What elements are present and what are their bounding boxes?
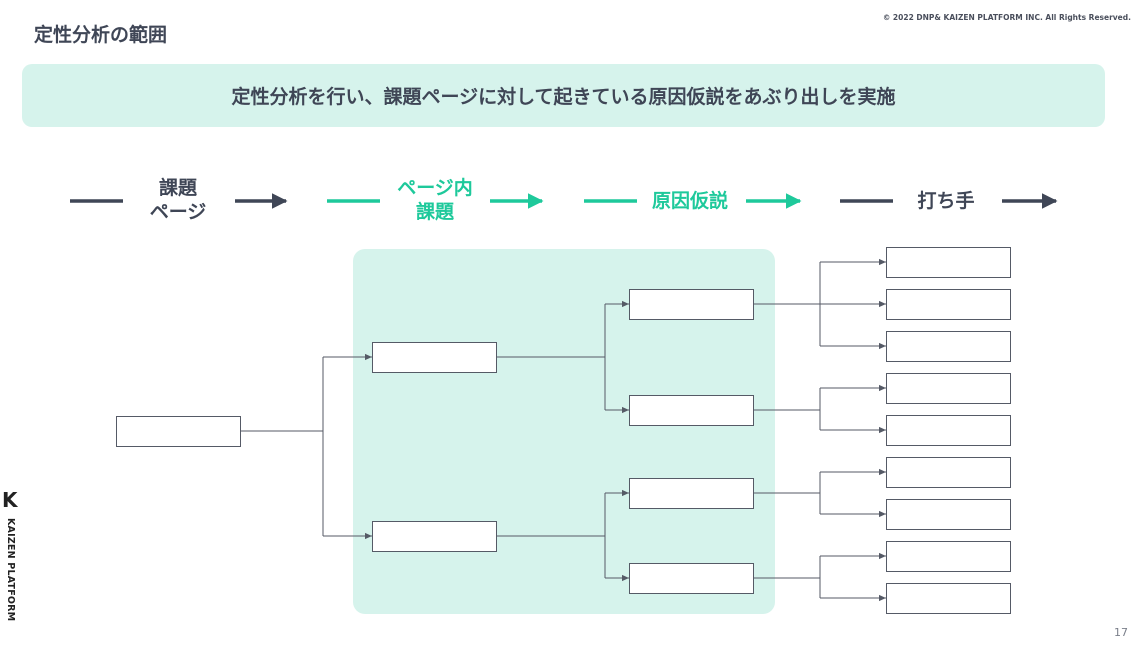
copyright-notice: © 2022 DNP& KAIZEN PLATFORM INC. All Rig… bbox=[882, 13, 1131, 22]
summary-banner-text: 定性分析を行い、課題ページに対して起きている原因仮説をあぶり出しを実施 bbox=[231, 86, 896, 108]
kaizen-logo-text: KAIZEN PLATFORM bbox=[5, 518, 16, 622]
in-page-issue-box-2 bbox=[372, 521, 497, 552]
summary-banner: 定性分析を行い、課題ページに対して起きている原因仮説をあぶり出しを実施 bbox=[22, 64, 1105, 127]
page-title: 定性分析の範囲 bbox=[34, 24, 168, 46]
countermeasure-box-6 bbox=[886, 457, 1011, 488]
kaizen-logo: K KAIZEN PLATFORM bbox=[0, 490, 22, 640]
stage-cause-hypothesis-line-1: 原因仮説 bbox=[651, 190, 728, 212]
cause-hypothesis-box-3 bbox=[629, 478, 754, 509]
stage-cause-hypothesis: 原因仮説 bbox=[636, 189, 744, 213]
countermeasure-box-2 bbox=[886, 289, 1011, 320]
stage-countermeasure-line-1: 打ち手 bbox=[917, 190, 975, 212]
countermeasure-box-8 bbox=[886, 541, 1011, 572]
countermeasure-box-5 bbox=[886, 415, 1011, 446]
countermeasure-box-4 bbox=[886, 373, 1011, 404]
issue-page-box bbox=[116, 416, 241, 447]
countermeasure-box-1 bbox=[886, 247, 1011, 278]
stage-issue-page-line-2: ページ bbox=[149, 201, 207, 223]
page-number: 17 bbox=[1114, 626, 1128, 639]
stage-in-page-issue-line-2: 課題 bbox=[415, 201, 454, 223]
countermeasure-box-9 bbox=[886, 583, 1011, 614]
stage-in-page-issue-line-1: ページ内 bbox=[397, 177, 473, 199]
cause-hypothesis-box-2 bbox=[629, 395, 754, 426]
kaizen-logo-icon: K bbox=[2, 488, 18, 512]
countermeasure-box-3 bbox=[886, 331, 1011, 362]
stage-issue-page: 課題 ページ bbox=[140, 176, 216, 224]
stage-countermeasure: 打ち手 bbox=[900, 189, 992, 213]
stage-issue-page-line-1: 課題 bbox=[158, 177, 197, 199]
cause-hypothesis-box-1 bbox=[629, 289, 754, 320]
in-page-issue-box-1 bbox=[372, 342, 497, 373]
stage-in-page-issue: ページ内 課題 bbox=[378, 176, 492, 224]
cause-hypothesis-box-4 bbox=[629, 563, 754, 594]
countermeasure-box-7 bbox=[886, 499, 1011, 530]
tree-branch-lines bbox=[240, 258, 886, 602]
